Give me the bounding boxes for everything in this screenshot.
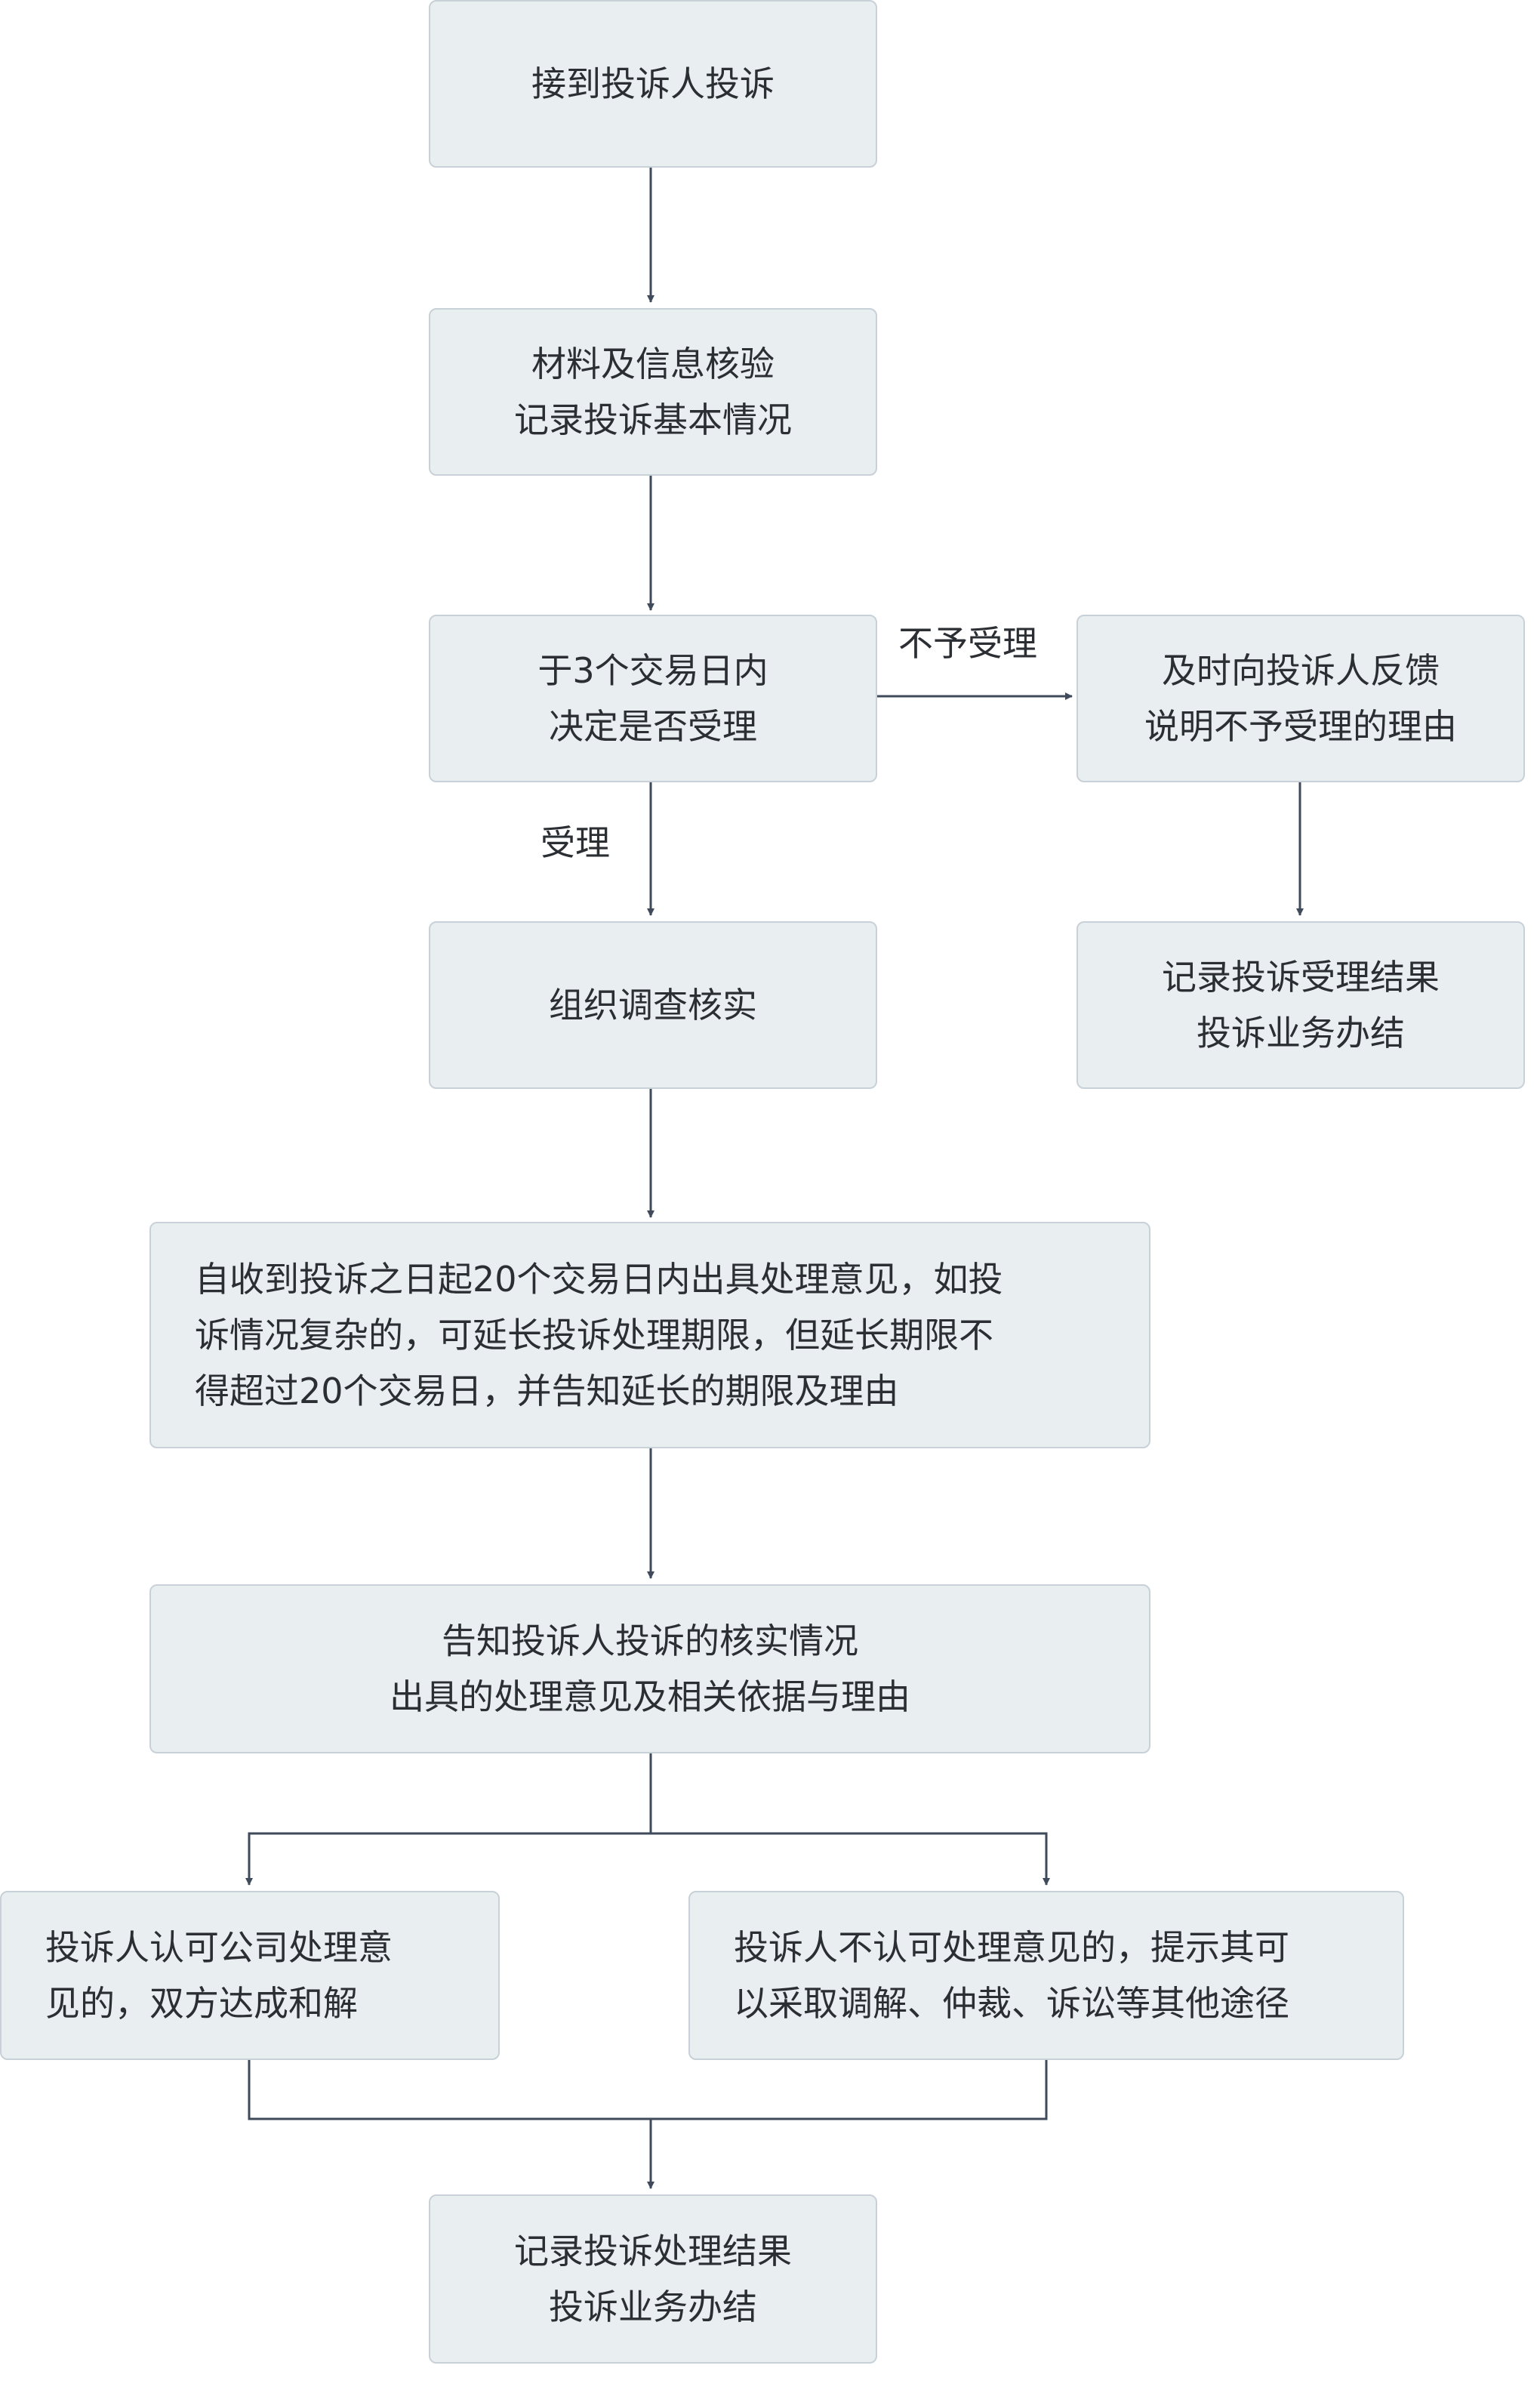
node-verify-materials: 材料及信息核验 记录投诉基本情况 bbox=[429, 308, 877, 476]
node-complainant-disagrees: 投诉人不认可处理意见的，提示其可 以采取调解、仲裁、诉讼等其他途径 bbox=[688, 1891, 1404, 2060]
node-complainant-agrees: 投诉人认可公司处理意 见的，双方达成和解 bbox=[0, 1891, 500, 2060]
node-issue-opinion: 自收到投诉之日起20个交易日内出具处理意见，如投 诉情况复杂的，可延长投诉处理期… bbox=[149, 1222, 1150, 1448]
node-line: 投诉人认可公司处理意 bbox=[45, 1927, 393, 1968]
node-line: 记录投诉基本情况 bbox=[514, 399, 792, 440]
node-line: 组织调查核实 bbox=[549, 985, 757, 1025]
node-line: 材料及信息核验 bbox=[531, 344, 775, 384]
node-line: 记录投诉处理结果 bbox=[514, 2231, 792, 2271]
node-line: 自收到投诉之日起20个交易日内出具处理意见，如投 bbox=[195, 1259, 1003, 1300]
edge-label-accepted: 受理 bbox=[541, 822, 610, 863]
node-feedback-rejection: 及时向投诉人反馈 说明不予受理的理由 bbox=[1076, 615, 1525, 782]
node-line: 及时向投诉人反馈 bbox=[1162, 650, 1440, 691]
node-record-final-result: 记录投诉处理结果 投诉业务办结 bbox=[429, 2194, 877, 2364]
node-line: 以采取调解、仲裁、诉讼等其他途径 bbox=[734, 1983, 1289, 2024]
node-line: 说明不予受理的理由 bbox=[1144, 706, 1457, 747]
node-receive-complaint: 接到投诉人投诉 bbox=[429, 0, 877, 168]
node-line: 决定是否受理 bbox=[549, 706, 757, 747]
node-line: 投诉人不认可处理意见的，提示其可 bbox=[734, 1927, 1289, 1968]
line-agree-to-merge bbox=[248, 2060, 1048, 2120]
node-investigate: 组织调查核实 bbox=[429, 921, 877, 1089]
arrow-inform-to-disagree bbox=[651, 1832, 1050, 1886]
node-line: 告知投诉人投诉的核实情况 bbox=[442, 1621, 858, 1661]
edge-label-not-accepted: 不予受理 bbox=[898, 623, 1037, 664]
arrow-inform-to-agree bbox=[245, 1753, 652, 1886]
node-line: 记录投诉受理结果 bbox=[1162, 957, 1440, 998]
node-decide-acceptance: 于3个交易日内 决定是否受理 bbox=[429, 615, 877, 782]
node-record-acceptance-result: 记录投诉受理结果 投诉业务办结 bbox=[1076, 921, 1525, 1089]
node-line: 于3个交易日内 bbox=[537, 650, 768, 691]
node-inform-complainant: 告知投诉人投诉的核实情况 出具的处理意见及相关依据与理由 bbox=[149, 1584, 1150, 1753]
node-line: 得超过20个交易日，并告知延长的期限及理由 bbox=[195, 1371, 899, 1411]
node-line: 出具的处理意见及相关依据与理由 bbox=[390, 1676, 910, 1717]
node-line: 诉情况复杂的，可延长投诉处理期限，但延长期限不 bbox=[195, 1315, 993, 1355]
node-line: 投诉业务办结 bbox=[549, 2287, 757, 2327]
node-line: 见的，双方达成和解 bbox=[45, 1983, 358, 2024]
node-line: 投诉业务办结 bbox=[1197, 1013, 1405, 1053]
node-line: 接到投诉人投诉 bbox=[531, 63, 775, 104]
